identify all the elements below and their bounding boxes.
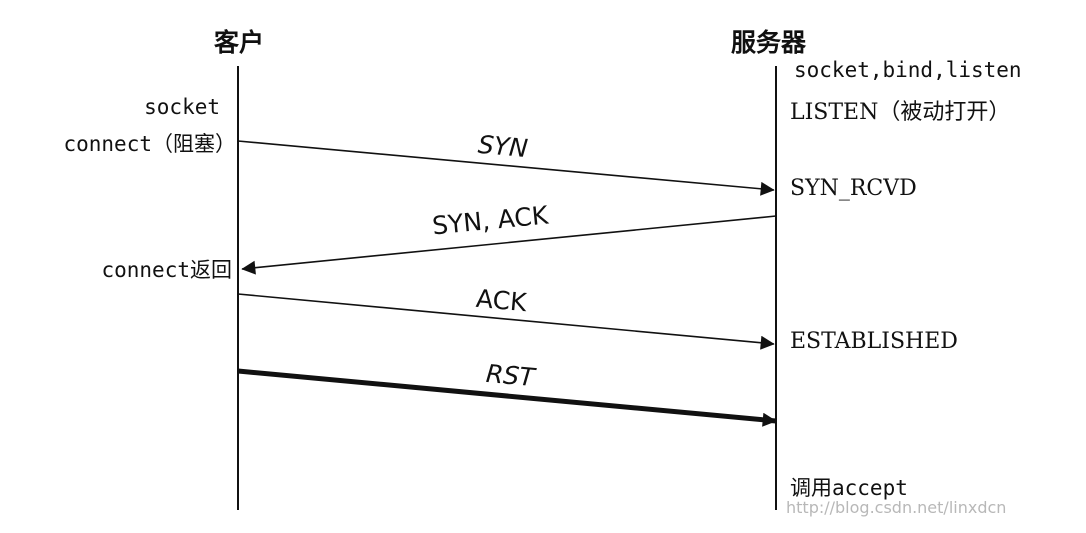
client-title: 客户: [214, 28, 265, 57]
watermark: http://blog.csdn.net/linxdcn: [786, 498, 1007, 517]
syn-arrow: [237, 140, 775, 196]
client-socket-label: socket: [144, 95, 220, 119]
rst-arrow: [237, 368, 777, 427]
server-established-label: ESTABLISHED: [790, 329, 958, 354]
syn-label: SYN: [476, 129, 530, 164]
server-accept-label: 调用accept: [790, 476, 908, 500]
rst-label: RST: [484, 358, 536, 393]
server-calls-label: socket,bind,listen: [794, 58, 1022, 82]
server-listen-label: LISTEN（被动打开）: [790, 100, 1011, 125]
syn-ack-arrow: [241, 215, 777, 275]
client-connect-label: connect（阻塞）: [63, 132, 236, 156]
ack-label: ACK: [474, 283, 528, 318]
ack-arrow: [237, 293, 775, 350]
server-syn-rcvd-label: SYN_RCVD: [790, 176, 917, 201]
client-connect-return-label: connect返回: [101, 258, 232, 282]
server-title: 服务器: [731, 28, 807, 57]
